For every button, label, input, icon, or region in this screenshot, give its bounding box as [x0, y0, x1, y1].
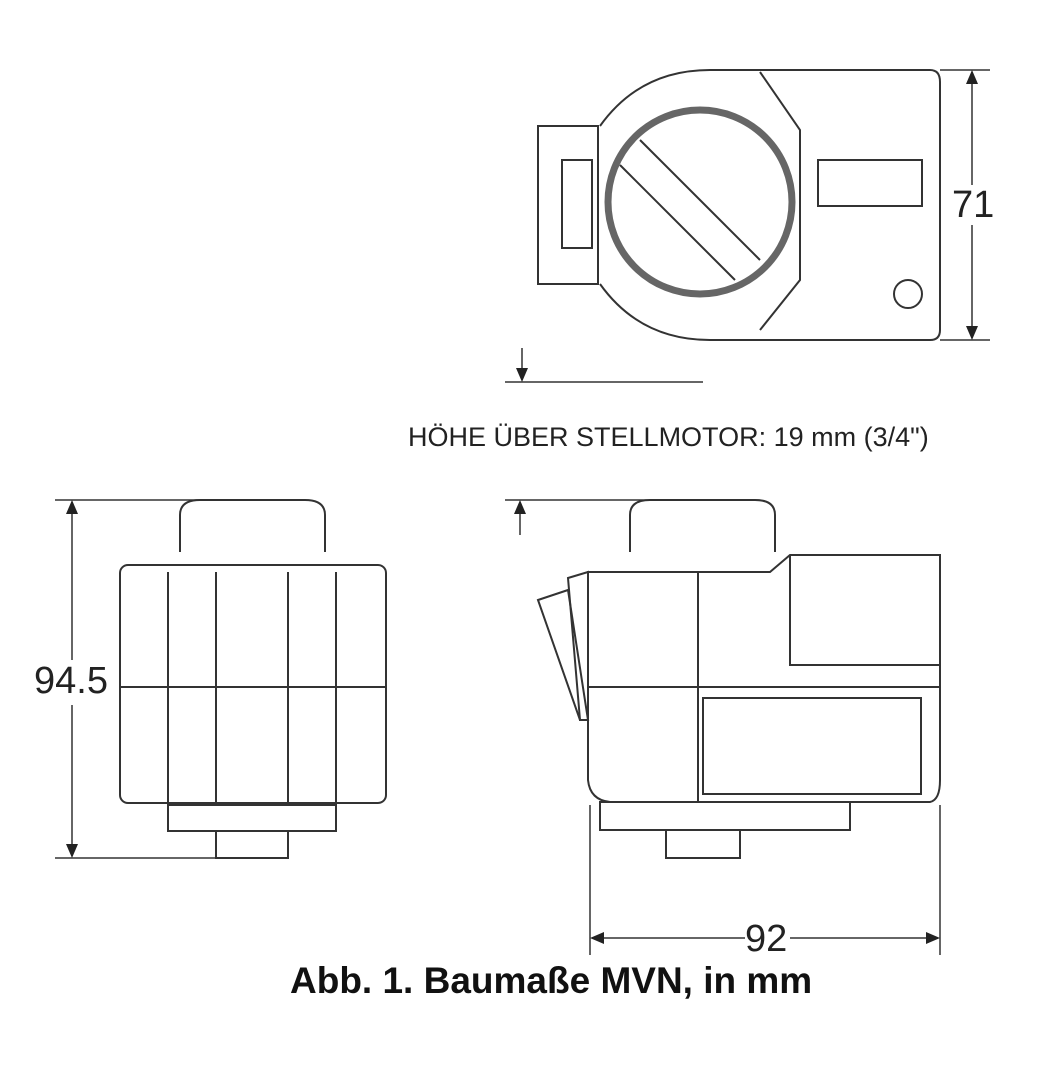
arrowheads [66, 70, 978, 944]
figure-caption: Abb. 1. Baumaße MVN, in mm [290, 960, 813, 1001]
dimension-94-5-label: 94.5 [34, 660, 108, 702]
side-view [505, 499, 941, 955]
height-note: HÖHE ÜBER STELLMOTOR: 19 mm (3/4") [408, 422, 929, 452]
top-view [537, 69, 941, 341]
front-view [55, 499, 387, 859]
dimension-71-label: 71 [952, 184, 995, 226]
dimension-92-label: 92 [745, 918, 788, 960]
dimension-71 [505, 69, 990, 383]
